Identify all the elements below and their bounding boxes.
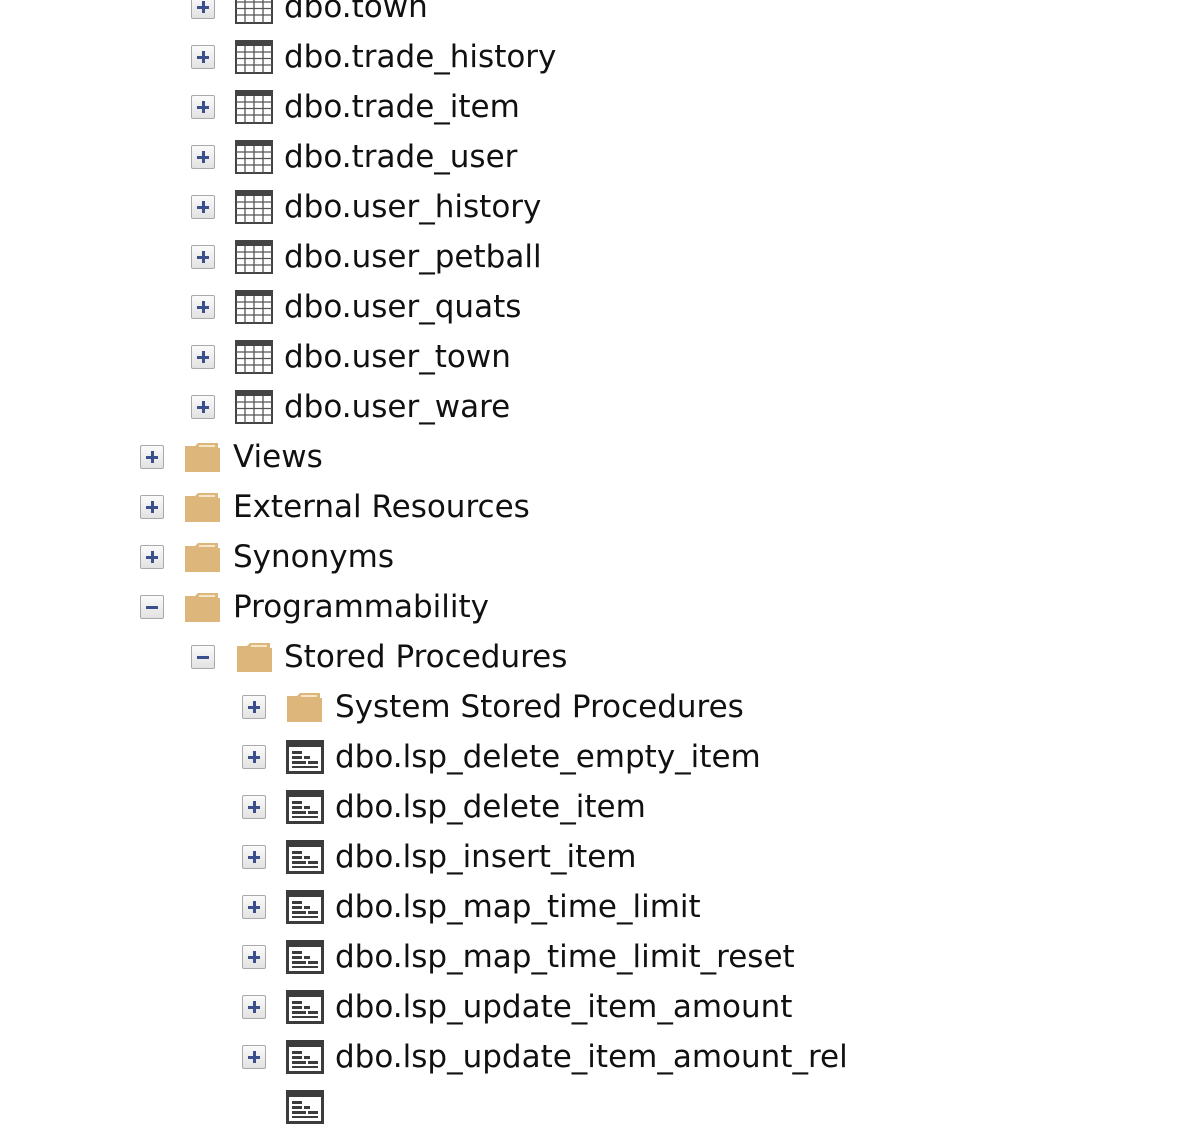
stored-procedure-icon [285,1088,324,1126]
stored-procedure-icon [285,988,324,1026]
expand-button[interactable] [242,745,266,769]
tree-node[interactable]: Stored Procedures [0,633,1191,683]
tree-node[interactable]: dbo.user_petball [0,233,1191,283]
collapse-button[interactable] [191,645,215,669]
expand-button[interactable] [140,545,164,569]
tree-node-label[interactable]: dbo.lsp_update_item_amount [335,989,793,1025]
tree-node-label[interactable]: dbo.lsp_delete_empty_item [335,739,761,775]
tree-node-label[interactable]: dbo.user_history [284,189,542,225]
folder-icon [285,688,323,726]
table-icon [235,188,273,226]
expand-button[interactable] [242,995,266,1019]
folder-icon [183,438,221,476]
expand-button[interactable] [242,795,266,819]
tree-node[interactable]: dbo.lsp_update_item_amount_rel [0,1033,1191,1083]
tree-node[interactable]: dbo.trade_history [0,33,1191,83]
tree-node[interactable]: dbo.trade_user [0,133,1191,183]
folder-icon [183,588,221,626]
expand-button[interactable] [242,1045,266,1069]
expand-button[interactable] [191,145,215,169]
collapse-button[interactable] [140,595,164,619]
tree-node[interactable]: dbo.town [0,0,1191,33]
stored-procedure-icon [285,838,324,876]
tree-node[interactable]: dbo.lsp_map_time_limit_reset [0,933,1191,983]
tree-node-label[interactable]: Stored Procedures [284,639,568,675]
tree-node[interactable]: System Stored Procedures [0,683,1191,733]
expand-button[interactable] [191,395,215,419]
expand-button[interactable] [242,895,266,919]
tree-node-label[interactable]: dbo.lsp_map_time_limit_reset [335,939,795,975]
expand-button[interactable] [191,345,215,369]
table-icon [235,288,273,326]
tree-node[interactable]: dbo.lsp_update_item_amount [0,983,1191,1033]
folder-icon [235,638,273,676]
tree-node-label[interactable]: dbo.lsp_delete_item [335,789,646,825]
table-icon [235,388,273,426]
stored-procedure-icon [285,738,324,776]
expand-button[interactable] [191,95,215,119]
tree-node-label[interactable]: dbo.town [284,0,428,25]
expand-button[interactable] [242,695,266,719]
tree-node-label[interactable]: dbo.user_quats [284,289,522,325]
tree-node-label[interactable]: dbo.user_town [284,339,511,375]
tree-node[interactable]: dbo.lsp_map_time_limit [0,883,1191,933]
tree-node-label[interactable]: dbo.lsp_map_time_limit [335,889,701,925]
expand-button[interactable] [191,45,215,69]
tree-node[interactable]: dbo.user_history [0,183,1191,233]
table-icon [235,0,273,26]
tree-node[interactable]: dbo.lsp_delete_empty_item [0,733,1191,783]
tree-node[interactable]: dbo.trade_item [0,83,1191,133]
folder-icon [183,488,221,526]
stored-procedure-icon [285,938,324,976]
tree-node[interactable]: dbo.user_town [0,333,1191,383]
tree-node-label[interactable]: dbo.trade_history [284,39,557,75]
tree-node-label[interactable]: External Resources [233,489,530,525]
tree-node-label[interactable]: dbo.lsp_update_item_amount_rel [335,1039,848,1075]
stored-procedure-icon [285,1038,324,1076]
expand-button[interactable] [191,0,215,19]
tree-node-label[interactable]: dbo.user_petball [284,239,542,275]
tree-node[interactable]: dbo.lsp_insert_item [0,833,1191,883]
table-icon [235,88,273,126]
tree-node[interactable]: dbo.user_quats [0,283,1191,333]
table-icon [235,38,273,76]
expand-button[interactable] [140,445,164,469]
tree-node-label[interactable]: dbo.user_ware [284,389,511,425]
folder-icon [183,538,221,576]
tree-node[interactable]: dbo.user_ware [0,383,1191,433]
tree-node-label[interactable]: Views [233,439,323,475]
tree-node-label[interactable]: dbo.lsp_insert_item [335,839,637,875]
expand-button[interactable] [191,195,215,219]
table-icon [235,138,273,176]
tree-node-label[interactable]: Synonyms [233,539,394,575]
expand-button[interactable] [191,245,215,269]
tree-node-label[interactable]: System Stored Procedures [335,689,744,725]
expand-button[interactable] [242,945,266,969]
expand-button[interactable] [191,295,215,319]
expand-button[interactable] [242,845,266,869]
tree-node[interactable]: Views [0,433,1191,483]
tree-node[interactable]: Programmability [0,583,1191,633]
table-icon [235,338,273,376]
tree-node[interactable]: dbo.lsp_delete_item [0,783,1191,833]
expand-button[interactable] [140,495,164,519]
tree-node-label[interactable]: dbo.trade_item [284,89,520,125]
tree-node-label[interactable]: dbo.trade_user [284,139,518,175]
tree-node[interactable]: External Resources [0,483,1191,533]
stored-procedure-icon [285,888,324,926]
tree-node[interactable]: Synonyms [0,533,1191,583]
stored-procedure-icon [285,788,324,826]
table-icon [235,238,273,276]
tree-node-label[interactable]: Programmability [233,589,490,625]
